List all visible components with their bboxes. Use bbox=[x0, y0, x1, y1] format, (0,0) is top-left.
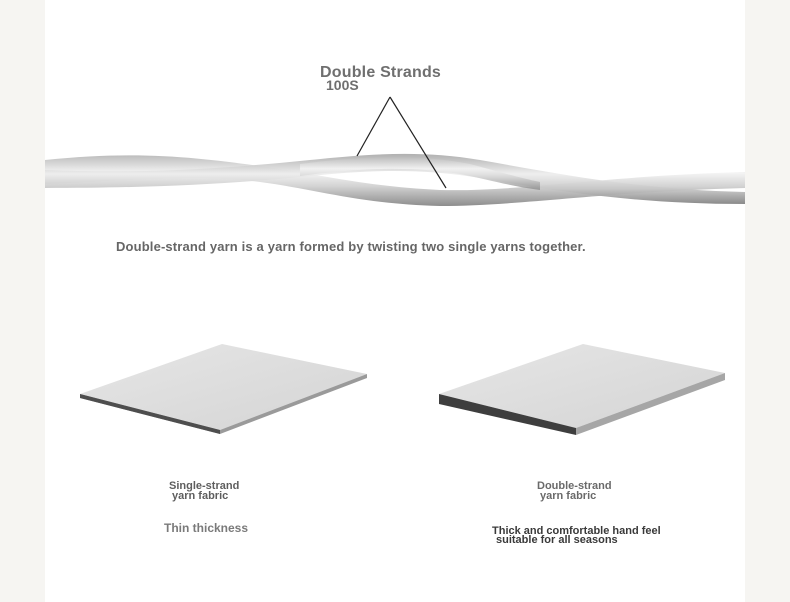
yarn-caption: Double-strand yarn is a yarn formed by t… bbox=[116, 239, 586, 254]
single-strand-fabric-image bbox=[80, 344, 367, 434]
double-fabric-name-line1: Double-strand bbox=[537, 480, 612, 492]
content-panel bbox=[45, 0, 745, 602]
double-fabric-name-line2: yarn fabric bbox=[540, 490, 597, 502]
single-fabric-name-line1: Single-strand bbox=[169, 480, 240, 492]
strand-count: 100S bbox=[326, 77, 359, 93]
twisted-yarn-image bbox=[45, 153, 745, 206]
single-fabric-note: Thin thickness bbox=[164, 521, 249, 535]
yarn-strand-b bbox=[45, 153, 745, 204]
strand-pointer-lines bbox=[356, 96, 447, 189]
double-fabric-note-line2: suitable for all seasons bbox=[496, 534, 618, 546]
double-fabric-note-line1: Thick and comfortable hand feel bbox=[492, 525, 661, 537]
strand-title: Double Strands bbox=[320, 64, 442, 81]
double-strand-fabric-image bbox=[439, 344, 725, 435]
single-fabric-name-line2: yarn fabric bbox=[172, 490, 229, 502]
yarn-strand-overlap bbox=[300, 157, 540, 190]
